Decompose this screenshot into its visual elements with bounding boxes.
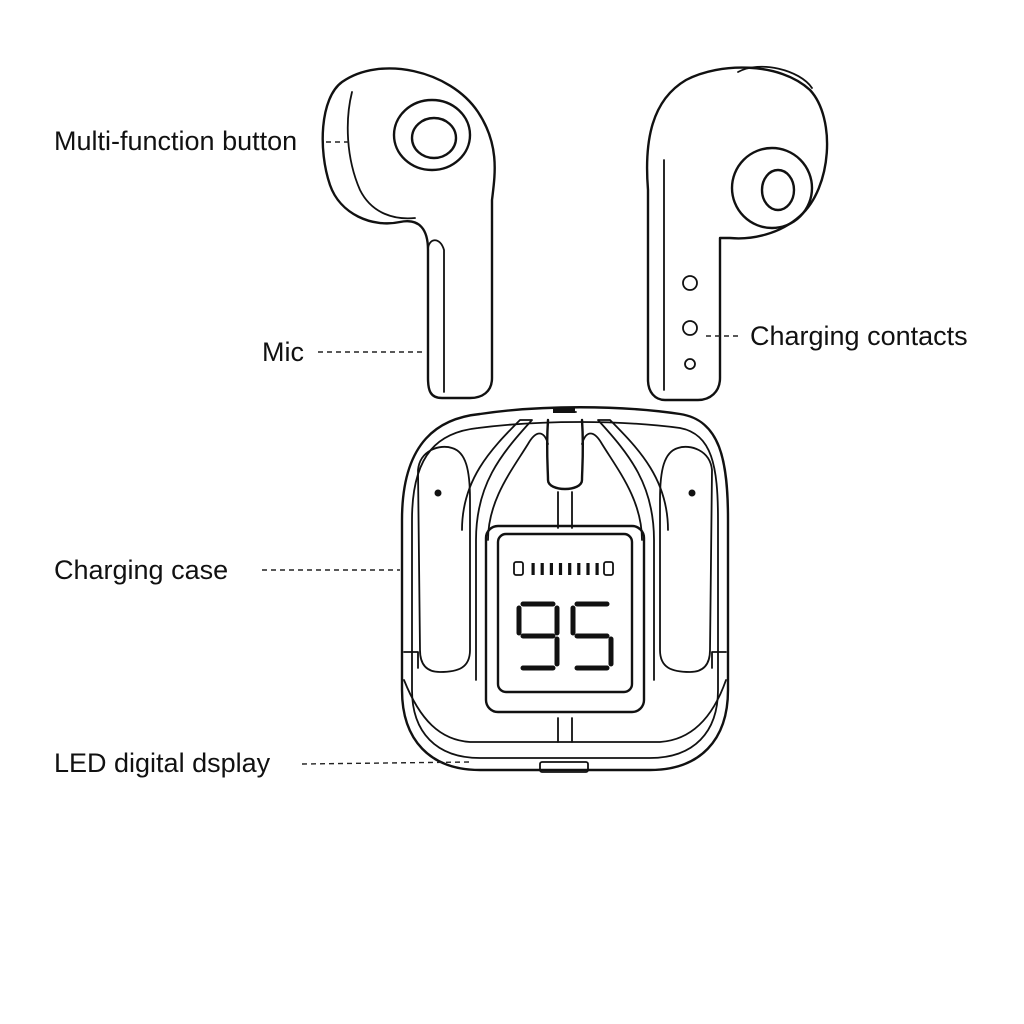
label-led-display: LED digital dsplay: [54, 748, 271, 778]
right-earbud: [645, 65, 829, 402]
case-indicator-icon: [434, 489, 442, 497]
charging-contact-icon: [682, 320, 698, 336]
hinge-icon: [553, 407, 575, 413]
battery-bar-segment: [577, 563, 581, 575]
charging-case: [400, 406, 730, 773]
digit-9: [516, 601, 560, 671]
right-earbud-tip-inner: [760, 168, 796, 212]
battery-bar-segment: [595, 563, 599, 575]
label-charging-contacts: Charging contacts: [750, 321, 968, 351]
case-indicator-icon: [688, 489, 696, 497]
battery-bar-group: [531, 563, 599, 575]
battery-bar-segment: [586, 563, 590, 575]
display-screen: [496, 532, 634, 694]
right-earbud-tip-outer: [730, 146, 814, 230]
charging-port-icon: [539, 761, 589, 773]
battery-right-icon: [603, 561, 614, 576]
battery-bar-segment: [540, 563, 544, 575]
label-mic: Mic: [262, 337, 304, 367]
battery-left-icon: [513, 561, 524, 576]
leader-led-display: [301, 761, 471, 765]
earbud-tip-outer: [392, 98, 472, 172]
left-earbud: [321, 67, 496, 400]
led-display: [484, 524, 646, 714]
charging-contact-icon: [684, 358, 696, 370]
leader-lines: [262, 141, 742, 765]
label-charging-case: Charging case: [54, 555, 229, 585]
battery-bar-segment: [549, 563, 553, 575]
charging-contact-icon: [682, 275, 698, 291]
digital-readout: [516, 601, 614, 671]
display-frame: [484, 524, 646, 714]
battery-bar-segment: [558, 563, 563, 575]
digit-5: [570, 601, 614, 671]
battery-bar-segment: [531, 563, 535, 575]
label-multi-function-button: Multi-function button: [54, 126, 298, 156]
battery-bar-segment: [568, 563, 572, 575]
multi-function-button-icon: [410, 116, 458, 160]
